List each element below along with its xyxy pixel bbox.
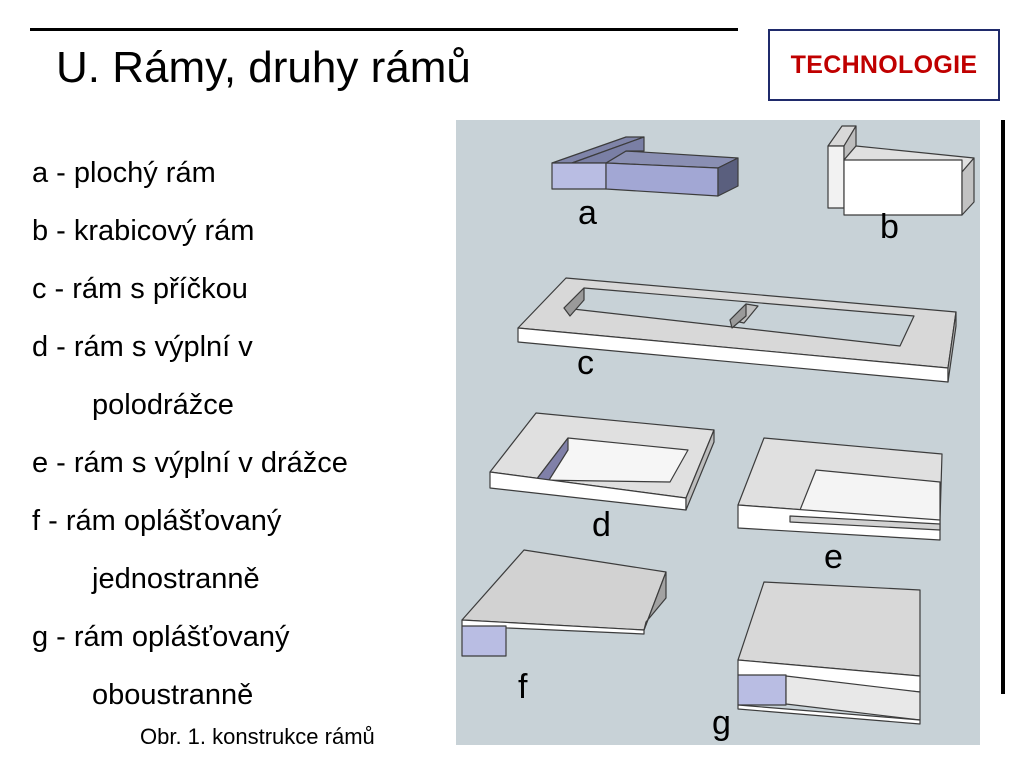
figure-caption: Obr. 1. konstrukce rámů bbox=[140, 724, 375, 749]
frame-illustration: a b c d e f g bbox=[456, 120, 980, 745]
label-d: d bbox=[592, 506, 611, 544]
label-f: f bbox=[518, 668, 528, 706]
label-c: c bbox=[577, 344, 594, 382]
list-item: a - plochý rám bbox=[32, 157, 216, 189]
frame-a-drawing bbox=[551, 136, 739, 197]
list-item-continuation: oboustranně bbox=[92, 679, 254, 711]
list-item: e - rám s výplní v drážce bbox=[32, 447, 348, 479]
frame-e-drawing bbox=[737, 437, 943, 541]
title-rule bbox=[30, 28, 738, 31]
list-item-continuation: polodrážce bbox=[92, 389, 234, 421]
label-g: g bbox=[712, 704, 731, 742]
list-item: g - rám oplášťovaný bbox=[32, 621, 290, 653]
list-item: b - krabicový rám bbox=[32, 215, 255, 247]
frame-d-drawing bbox=[489, 412, 715, 511]
label-e: e bbox=[824, 538, 843, 576]
label-b: b bbox=[880, 208, 899, 246]
right-rule bbox=[1001, 120, 1005, 694]
frame-f-drawing bbox=[461, 549, 667, 657]
frame-g-drawing bbox=[737, 581, 921, 725]
list-item: f - rám oplášťovaný bbox=[32, 505, 282, 537]
list-item-continuation: jednostranně bbox=[92, 563, 260, 595]
list-item: d - rám s výplní v bbox=[32, 331, 253, 363]
frame-types-list: a - plochý rám b - krabicový rám c - rám… bbox=[32, 147, 348, 727]
list-item: c - rám s příčkou bbox=[32, 273, 248, 305]
page-title: U. Rámy, druhy rámů bbox=[56, 43, 471, 92]
frame-c-drawing bbox=[517, 277, 957, 383]
frame-b-drawing bbox=[827, 125, 975, 216]
technologie-badge: TECHNOLOGIE bbox=[768, 29, 1000, 101]
label-a: a bbox=[578, 194, 597, 232]
